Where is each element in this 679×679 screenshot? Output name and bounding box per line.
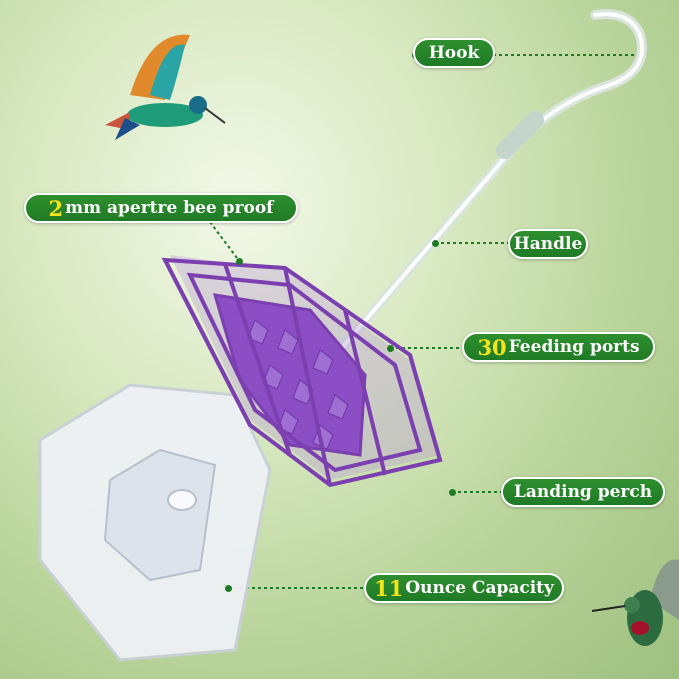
feeding-ports-text: Feeding ports	[508, 337, 640, 357]
feeding-ports-dot	[387, 345, 394, 352]
reservoir	[38, 383, 272, 662]
bee-proof-number: 2	[48, 195, 64, 221]
capacity-dot	[225, 585, 232, 592]
bee-proof-text: mm apertre bee proof	[65, 198, 274, 218]
handle-label-text: Handle	[513, 234, 583, 254]
landing-perch-dot	[449, 489, 456, 496]
hummingbird-bottom-icon	[591, 559, 679, 646]
feeding-base-perch	[161, 255, 443, 488]
hook-handle	[335, 9, 647, 355]
capacity-text: Ounce Capacity	[405, 578, 554, 598]
handle-dot	[432, 240, 439, 247]
feeding-ports-number: 30	[477, 334, 507, 360]
handle-label: Handle	[508, 229, 588, 259]
bee-proof-label: 2 mm apertre bee proof	[24, 193, 298, 223]
hook-label-text: Hook	[428, 43, 480, 63]
feeding-ports-label: 30 Feeding ports	[462, 332, 655, 362]
bee-proof-pointer-line	[209, 221, 241, 263]
hook-label: Hook	[413, 38, 495, 68]
landing-perch-text: Landing perch	[513, 482, 653, 502]
landing-perch-label: Landing perch	[501, 477, 665, 507]
hummingbird-top-icon	[105, 34, 226, 140]
capacity-number: 11	[374, 575, 404, 601]
capacity-label: 11 Ounce Capacity	[364, 573, 564, 603]
bee-proof-dot	[236, 258, 243, 265]
